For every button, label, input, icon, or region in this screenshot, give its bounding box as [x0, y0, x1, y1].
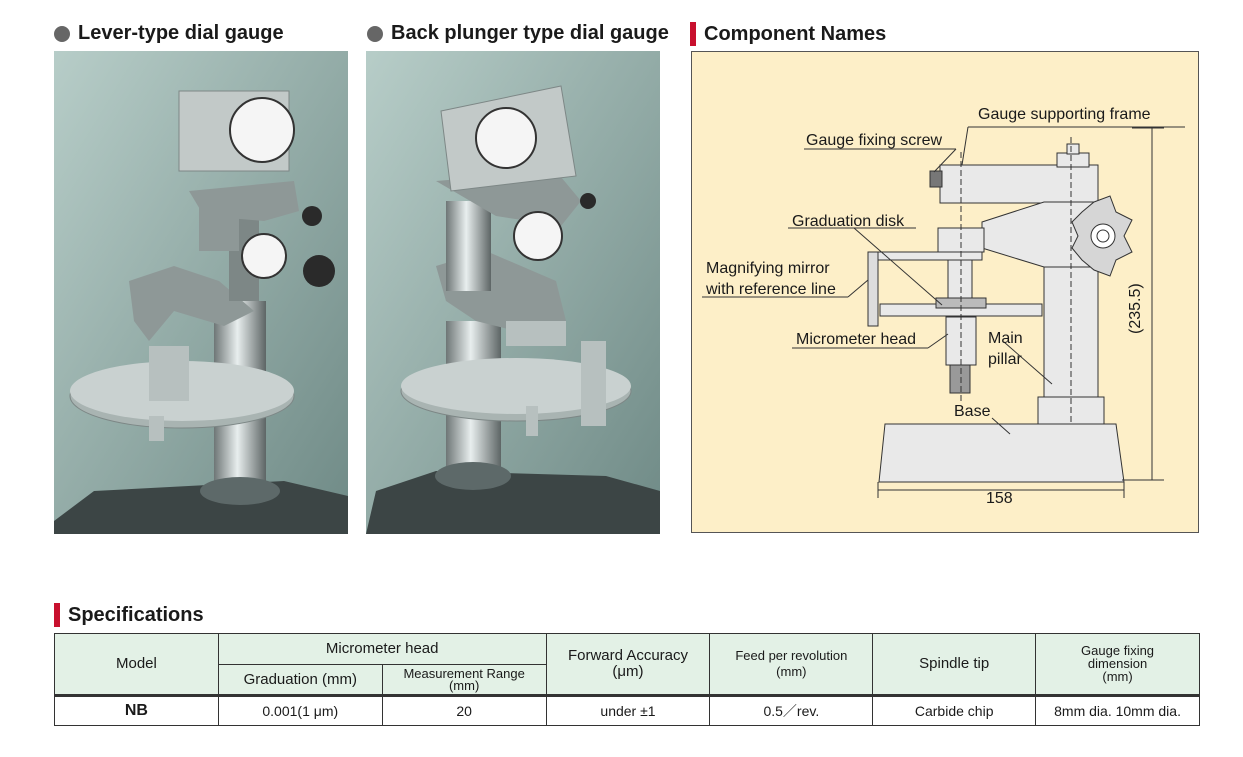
header-measurement-range: Measurement Range (mm)	[381, 664, 547, 696]
component-diagram: Gauge supporting frame Gauge fixing scre…	[691, 51, 1199, 533]
lever-gauge-photo	[54, 51, 348, 534]
label-gauge-supporting-frame: Gauge supporting frame	[978, 106, 1151, 123]
lever-section-title: Lever-type dial gauge	[54, 22, 284, 45]
red-bar-icon	[54, 603, 60, 627]
header-feed-line1: Feed per revolution	[735, 648, 848, 663]
header-graduation: Graduation (mm)	[217, 664, 383, 696]
label-base: Base	[954, 403, 991, 420]
header-forward-accuracy-line1: Forward Accuracy	[567, 647, 689, 664]
header-spindle-tip: Spindle tip	[872, 633, 1037, 696]
lever-title-text: Lever-type dial gauge	[78, 22, 284, 44]
base-shape	[878, 423, 1125, 483]
header-forward-accuracy-line2: (μm)	[612, 663, 644, 680]
components-section-title: Component Names	[690, 22, 886, 46]
specifications-title-text: Specifications	[68, 603, 204, 626]
cell-feed: 0.5／rev.	[709, 694, 874, 726]
header-gauge-fixing-dimension: Gauge fixing dimension (mm)	[1035, 633, 1200, 696]
label-width-dimension: 158	[986, 490, 1013, 507]
label-height-dimension: (235.5)	[1127, 283, 1144, 334]
cell-gauge-fixing: 8mm dia. 10mm dia.	[1035, 694, 1200, 726]
cell-graduation: 0.001(1 μm)	[217, 694, 383, 726]
specifications-title: Specifications	[54, 603, 204, 627]
label-main: Main	[988, 330, 1023, 347]
back-title-text: Back plunger type dial gauge	[391, 22, 669, 44]
header-gauge-fixing-line1: Gauge fixing	[1081, 643, 1155, 658]
cell-spindle-tip: Carbide chip	[872, 694, 1037, 726]
specifications-table: Model Micrometer head Forward Accuracy (…	[54, 633, 1200, 726]
header-feed-line2: (mm)	[776, 664, 807, 679]
header-measurement-range-line1: Measurement Range	[403, 665, 525, 681]
label-graduation-disk: Graduation disk	[792, 213, 905, 230]
label-gauge-fixing-screw: Gauge fixing screw	[806, 132, 943, 149]
label-magnifying-mirror: Magnifying mirror	[706, 260, 830, 277]
header-feed-per-revolution: Feed per revolution (mm)	[709, 633, 874, 696]
components-title-text: Component Names	[704, 22, 887, 45]
header-model: Model	[54, 633, 219, 696]
header-forward-accuracy: Forward Accuracy (μm)	[545, 633, 711, 696]
label-micrometer-head: Micrometer head	[796, 331, 916, 348]
label-with-reference-line: with reference line	[705, 281, 836, 298]
cell-measurement-range: 20	[381, 694, 547, 726]
gauge-frame-shape	[939, 164, 1099, 204]
red-bar-icon	[690, 22, 696, 46]
cell-model: NB	[54, 694, 219, 726]
bullet-icon	[54, 25, 70, 42]
cell-forward-accuracy: under ±1	[545, 694, 711, 726]
back-plunger-gauge-photo	[366, 51, 660, 534]
header-gauge-fixing-line2: dimension	[1087, 656, 1148, 671]
back-plunger-section-title: Back plunger type dial gauge	[367, 22, 669, 45]
header-micrometer-head: Micrometer head	[217, 633, 547, 665]
header-measurement-range-line2: (mm)	[448, 677, 480, 693]
header-gauge-fixing-line3: (mm)	[1102, 669, 1133, 684]
label-pillar: pillar	[988, 351, 1022, 368]
bullet-icon	[367, 25, 383, 42]
table-row: NB 0.001(1 μm) 20 under ±1 0.5／rev. Carb…	[54, 694, 1200, 726]
